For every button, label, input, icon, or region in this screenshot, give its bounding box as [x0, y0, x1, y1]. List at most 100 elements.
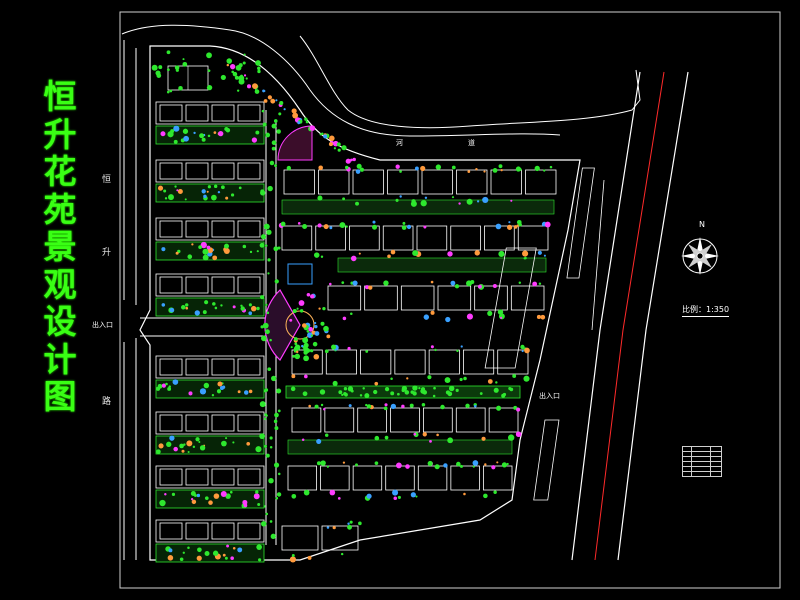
garden-strip: [155, 297, 265, 317]
tree-mark: [258, 558, 262, 562]
tree-mark: [310, 334, 314, 337]
tree-mark: [319, 389, 326, 395]
tree-mark: [269, 160, 275, 166]
tree-mark: [173, 125, 180, 132]
tree-mark: [263, 89, 266, 93]
tree-mark: [202, 248, 209, 255]
tree-mark: [265, 453, 270, 458]
tree-mark: [487, 310, 493, 316]
tree-mark: [260, 325, 264, 329]
tree-mark: [238, 186, 242, 190]
tree-mark: [305, 120, 309, 124]
tree-mark: [166, 441, 172, 448]
tree-mark: [309, 125, 316, 131]
building-unit: [428, 349, 460, 375]
building-unit: [185, 358, 209, 376]
tree-mark: [450, 280, 456, 286]
tree-mark: [324, 433, 329, 437]
tree-mark: [338, 390, 343, 395]
tree-mark: [260, 234, 267, 240]
building-block: [155, 465, 265, 489]
tree-mark: [257, 66, 261, 71]
tree-mark: [263, 505, 266, 508]
tree-mark: [277, 409, 281, 413]
tree-mark: [253, 493, 260, 500]
tree-mark: [196, 555, 202, 561]
tree-mark: [248, 303, 252, 307]
title-char: 升: [43, 114, 77, 154]
tree-mark: [313, 353, 320, 360]
building-unit: [357, 407, 387, 433]
tree-mark: [248, 311, 253, 316]
tree-mark: [493, 387, 499, 393]
tree-mark: [364, 393, 370, 399]
tree-mark: [350, 158, 353, 162]
building-unit: [450, 225, 481, 251]
tree-mark: [240, 304, 243, 307]
tree-mark: [524, 347, 530, 354]
tree-mark: [195, 437, 200, 442]
tree-mark: [472, 460, 479, 466]
tree-mark: [372, 224, 378, 230]
tree-mark: [467, 170, 471, 173]
green-belt-east-2: [281, 199, 555, 215]
title-char: 花: [43, 152, 77, 191]
building-unit: [185, 220, 209, 238]
tree-mark: [206, 84, 213, 91]
tree-mark: [451, 196, 455, 199]
tree-mark: [260, 189, 265, 194]
tree-mark: [237, 547, 243, 553]
river-bank-line: [121, 24, 561, 137]
tree-mark: [359, 394, 363, 397]
tree-mark: [275, 496, 279, 500]
tree-mark: [266, 311, 270, 315]
tree-mark: [268, 478, 274, 484]
tree-mark: [206, 190, 209, 193]
tree-mark: [249, 250, 253, 254]
tree-mark: [290, 346, 293, 349]
tree-mark: [263, 99, 268, 103]
building-unit: [185, 104, 209, 122]
tree-mark: [500, 168, 503, 172]
tree-mark: [320, 403, 324, 407]
river-bank-line-outer: [299, 35, 641, 129]
tree-mark: [276, 388, 282, 394]
tree-mark: [347, 524, 352, 530]
tree-mark: [191, 499, 197, 505]
tree-mark: [359, 167, 365, 172]
tree-mark: [259, 433, 266, 440]
road-name-char: 路: [102, 397, 112, 407]
building-unit: [237, 220, 261, 238]
tree-mark: [207, 69, 211, 72]
building-unit: [237, 162, 261, 180]
tree-mark: [409, 403, 414, 408]
tree-mark: [402, 221, 406, 225]
tree-mark: [492, 283, 497, 288]
tree-mark: [208, 500, 213, 505]
building-unit: [211, 220, 235, 238]
tree-mark: [420, 200, 427, 207]
tree-mark: [201, 189, 206, 194]
tree-mark: [179, 557, 184, 562]
tree-mark: [190, 497, 194, 501]
tree-mark: [445, 316, 451, 323]
tree-mark: [306, 293, 311, 297]
tree-mark: [406, 224, 412, 230]
tree-mark: [217, 381, 223, 387]
tree-mark: [267, 95, 272, 100]
tree-mark: [262, 122, 267, 127]
tree-mark: [543, 254, 546, 257]
tree-mark: [491, 465, 496, 470]
tree-mark: [329, 282, 332, 286]
tree-mark: [177, 189, 183, 195]
tree-mark: [161, 303, 166, 307]
building-block: [155, 159, 265, 183]
tree-mark: [392, 489, 399, 496]
tree-mark: [203, 194, 207, 199]
tree-mark: [484, 463, 487, 466]
tree-mark: [182, 128, 189, 134]
tree-mark: [229, 490, 233, 494]
east-car-park-3: [533, 419, 560, 501]
building-unit: [364, 285, 398, 311]
tree-mark: [261, 109, 265, 113]
